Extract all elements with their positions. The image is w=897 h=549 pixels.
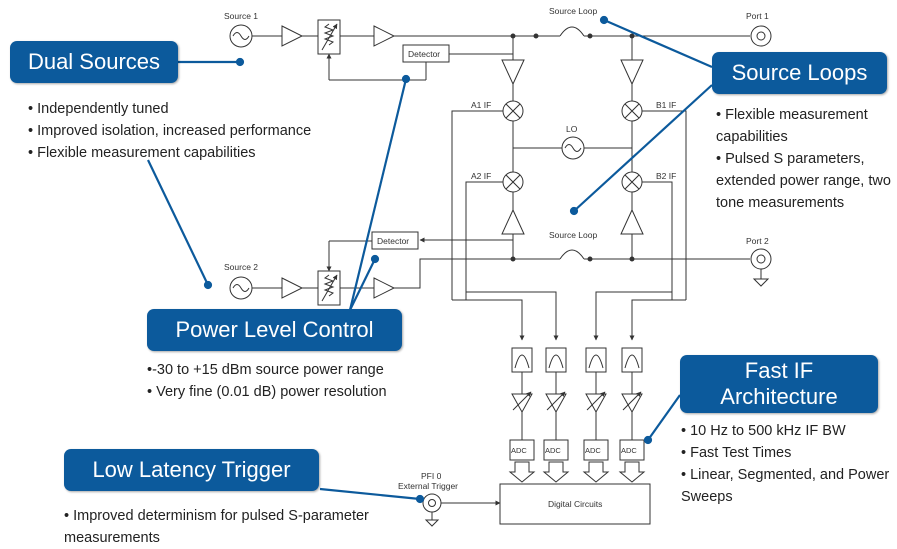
- low-latency-bullet-1b: measurements: [64, 530, 160, 546]
- b2-mixer: [621, 171, 643, 193]
- source-loops-title: Source Loops: [731, 60, 868, 85]
- source2-attenuator: [317, 270, 341, 306]
- power-level-title: Power Level Control: [175, 317, 374, 342]
- detector-2-label: Detector: [377, 236, 409, 246]
- source-loops-bullet-2: • Pulsed S parameters,: [716, 151, 865, 167]
- dual-sources-bullet-2: • Improved isolation, increased performa…: [28, 123, 312, 139]
- source2-label: Source 2: [224, 262, 258, 272]
- low-latency-bullets: • Improved determinism for pulsed S-para…: [64, 505, 369, 549]
- adc-4-label: ADC: [621, 446, 637, 455]
- source-loops-bullet-1: • Flexible measurement: [716, 107, 868, 123]
- source1-output-amplifier: [373, 25, 396, 47]
- source2-output-amplifier: [373, 277, 396, 299]
- a1-if-label: A1 IF: [471, 100, 491, 110]
- power-level-leader-2: [349, 258, 376, 311]
- b1-mixer: [621, 100, 643, 122]
- port1-connector: [750, 25, 772, 47]
- digital-circuits-box: [499, 483, 651, 525]
- fast-if-bullet-1: • 10 Hz to 500 kHz IF BW: [681, 423, 846, 439]
- b1-if-label: B1 IF: [656, 100, 676, 110]
- if-channel-2: [542, 347, 570, 483]
- external-trigger-label: External Trigger: [398, 481, 458, 491]
- lo-oscillator: [561, 136, 585, 160]
- power-level-bullets: •-30 to +15 dBm source power range • Ver…: [147, 359, 387, 403]
- low-latency-leader: [319, 487, 421, 501]
- source-loops-bullets: • Flexible measurement capabilities • Pu…: [716, 104, 891, 214]
- dual-sources-leader-2: [147, 159, 209, 286]
- pfi-label: PFI 0: [421, 471, 442, 481]
- source-loops-bullet-1b: capabilities: [716, 129, 788, 145]
- fast-if-bullets: • 10 Hz to 500 kHz IF BW • Fast Test Tim…: [681, 420, 889, 508]
- dual-sources-bullet-1: • Independently tuned: [28, 101, 169, 117]
- source-loops-leader-2: [573, 84, 713, 212]
- source2-amplifier: [281, 277, 304, 299]
- source-loops-leader-1: [603, 18, 713, 69]
- a2-mixer: [502, 171, 524, 193]
- source-loop-2: [559, 249, 585, 260]
- low-latency-bullet-1: • Improved determinism for pulsed S-para…: [64, 508, 369, 524]
- power-level-bullet-2: • Very fine (0.01 dB) power resolution: [147, 384, 387, 400]
- b2-buffer: [620, 208, 644, 235]
- fast-if-title-2: Architecture: [720, 384, 838, 409]
- source1-amplifier: [281, 25, 304, 47]
- a1-mixer: [502, 100, 524, 122]
- a1-buffer: [501, 59, 525, 86]
- source1-oscillator: [229, 24, 253, 48]
- if-channel-1: [508, 347, 536, 483]
- source-loops-callout: Source Loops: [712, 52, 887, 94]
- source-loops-bullet-2b: extended power range, two: [716, 173, 891, 189]
- source-loop-1: [559, 26, 585, 37]
- external-trigger-connector: [422, 493, 442, 527]
- port2-connector: [750, 248, 772, 287]
- fast-if-title-1: Fast IF: [744, 358, 814, 383]
- fast-if-bullet-3b: Sweeps: [681, 489, 733, 505]
- source-loop-2-label: Source Loop: [549, 230, 597, 240]
- dual-sources-title: Dual Sources: [27, 49, 161, 74]
- source-loop-1-label: Source Loop: [549, 6, 597, 16]
- source2-oscillator: [229, 276, 253, 300]
- adc-3-label: ADC: [585, 446, 601, 455]
- low-latency-callout: Low Latency Trigger: [64, 449, 319, 491]
- source-loops-bullet-2c: tone measurements: [716, 195, 845, 211]
- fast-if-bullet-2: • Fast Test Times: [681, 445, 792, 461]
- port1-label: Port 1: [746, 11, 769, 21]
- dual-sources-callout: Dual Sources: [10, 41, 178, 83]
- b2-if-label: B2 IF: [656, 171, 676, 181]
- port2-label: Port 2: [746, 236, 769, 246]
- fast-if-leader: [647, 394, 681, 441]
- dual-sources-bullet-3: • Flexible measurement capabilities: [28, 145, 256, 161]
- power-level-callout: Power Level Control: [147, 309, 402, 351]
- digital-circuits-label: Digital Circuits: [548, 499, 602, 509]
- power-level-bullet-1: •-30 to +15 dBm source power range: [147, 362, 384, 378]
- fast-if-callout: Fast IF Architecture: [680, 355, 878, 413]
- lo-label: LO: [566, 124, 578, 134]
- source1-attenuator: [317, 19, 341, 55]
- dual-sources-bullets: • Independently tuned • Improved isolati…: [28, 98, 311, 164]
- detector-1-label: Detector: [408, 49, 440, 59]
- a2-if-label: A2 IF: [471, 171, 491, 181]
- if-channel-4: [618, 347, 646, 483]
- adc-2-label: ADC: [545, 446, 561, 455]
- a2-buffer: [501, 208, 525, 235]
- power-level-leader-1: [348, 78, 408, 311]
- if-channel-3: [582, 347, 610, 483]
- b1-buffer: [620, 59, 644, 86]
- adc-1-label: ADC: [511, 446, 527, 455]
- low-latency-title: Low Latency Trigger: [92, 457, 291, 482]
- fast-if-bullet-3: • Linear, Segmented, and Power: [681, 467, 890, 483]
- source1-label: Source 1: [224, 11, 258, 21]
